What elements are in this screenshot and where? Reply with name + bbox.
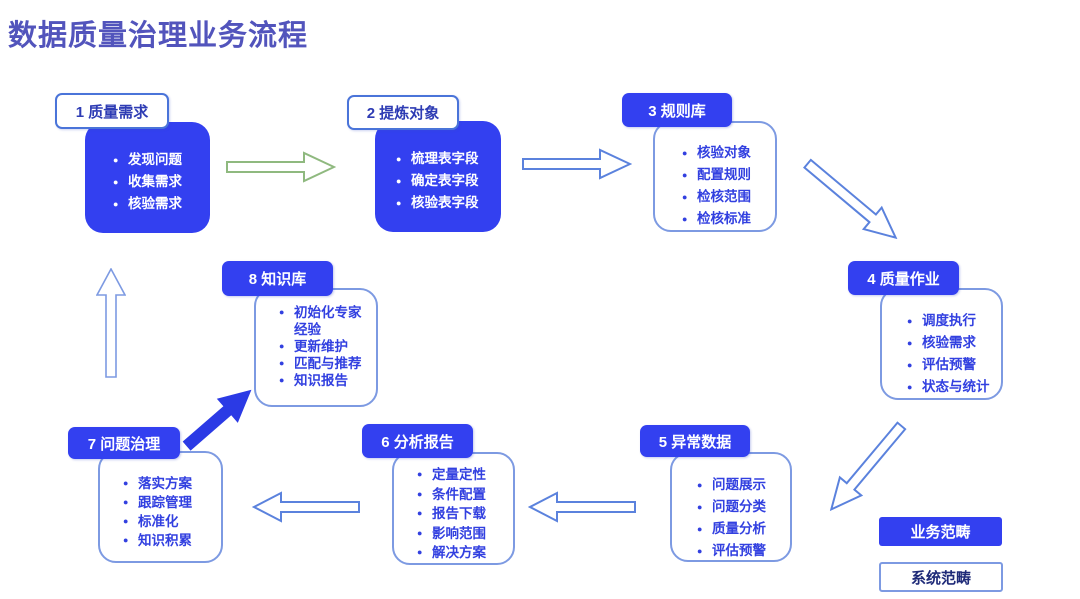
arrow-right-step1-to-step2-icon: [226, 151, 336, 183]
step-7-items: 落实方案 跟踪管理 标准化 知识积累: [100, 453, 221, 550]
list-item: 确定表字段: [396, 170, 501, 192]
list-item: 更新维护: [279, 338, 370, 355]
step-6-body: 定量定性 条件配置 报告下载 影响范围 解决方案: [392, 452, 515, 565]
step-7-label: 7 问题治理: [68, 427, 180, 459]
step-1-label: 1 质量需求: [55, 93, 169, 129]
list-item: 梳理表字段: [396, 148, 501, 170]
step-1-items: 发现问题 收集需求 核验需求: [85, 122, 210, 215]
list-item: 检核标准: [682, 208, 775, 230]
list-item: 核验需求: [113, 193, 210, 215]
step-6-label: 6 分析报告: [362, 424, 473, 458]
list-item: 评估预警: [697, 540, 790, 562]
step-3-label: 3 规则库: [622, 93, 732, 127]
arrow-diagonal-step4-to-step5-icon: [829, 421, 907, 512]
list-item: 定量定性: [417, 465, 513, 485]
list-item: 解决方案: [417, 543, 513, 563]
step-5-body: 问题展示 问题分类 质量分析 评估预警: [670, 452, 792, 562]
list-item: 知识积累: [123, 531, 221, 550]
legend-system-scope: 系统范畴: [879, 562, 1003, 592]
step-8-body: 初始化专家经验 更新维护 匹配与推荐 知识报告: [254, 288, 378, 407]
page-title: 数据质量治理业务流程: [8, 20, 309, 52]
arrow-left-step6-to-step7-icon: [252, 491, 360, 523]
list-item: 跟踪管理: [123, 493, 221, 512]
arrow-left-step5-to-step6-icon: [528, 491, 636, 523]
step-8-label: 8 知识库: [222, 261, 333, 296]
step-5-items: 问题展示 问题分类 质量分析 评估预警: [672, 454, 790, 562]
list-item: 配置规则: [682, 164, 775, 186]
list-item: 知识报告: [279, 372, 370, 389]
step-4-label: 4 质量作业: [848, 261, 959, 295]
step-8-items: 初始化专家经验 更新维护 匹配与推荐 知识报告: [256, 290, 376, 389]
step-4-items: 调度执行 核验需求 评估预警 状态与统计: [882, 290, 1001, 398]
arrow-up-step7-to-step1-icon: [96, 268, 126, 378]
arrow-right-step2-to-step3-icon: [522, 148, 632, 180]
list-item: 调度执行: [907, 310, 1001, 332]
list-item: 评估预警: [907, 354, 1001, 376]
list-item: 核验表字段: [396, 192, 501, 214]
step-6-items: 定量定性 条件配置 报告下载 影响范围 解决方案: [394, 454, 513, 563]
list-item: 标准化: [123, 512, 221, 531]
list-item: 问题展示: [697, 474, 790, 496]
list-item: 影响范围: [417, 524, 513, 544]
arrow-diagonal-step3-to-step4-icon: [802, 158, 898, 240]
step-2-label: 2 提炼对象: [347, 95, 459, 130]
step-1-body: 发现问题 收集需求 核验需求: [85, 122, 210, 233]
list-item: 匹配与推荐: [279, 355, 370, 372]
list-item: 发现问题: [113, 149, 210, 171]
list-item: 问题分类: [697, 496, 790, 518]
list-item: 初始化专家经验: [279, 304, 370, 338]
step-5-label: 5 异常数据: [640, 425, 750, 457]
step-2-body: 梳理表字段 确定表字段 核验表字段: [375, 121, 501, 232]
list-item: 落实方案: [123, 474, 221, 493]
list-item: 收集需求: [113, 171, 210, 193]
arrow-solid-step7-to-step8-icon: [182, 389, 252, 451]
list-item: 报告下载: [417, 504, 513, 524]
step-7-body: 落实方案 跟踪管理 标准化 知识积累: [98, 451, 223, 563]
list-item: 核验需求: [907, 332, 1001, 354]
step-3-items: 核验对象 配置规则 检核范围 检核标准: [655, 123, 775, 230]
list-item: 条件配置: [417, 485, 513, 505]
list-item: 状态与统计: [907, 376, 1001, 398]
step-3-body: 核验对象 配置规则 检核范围 检核标准: [653, 121, 777, 232]
list-item: 核验对象: [682, 142, 775, 164]
list-item: 质量分析: [697, 518, 790, 540]
list-item: 检核范围: [682, 186, 775, 208]
step-4-body: 调度执行 核验需求 评估预警 状态与统计: [880, 288, 1003, 400]
step-2-items: 梳理表字段 确定表字段 核验表字段: [375, 121, 501, 214]
legend-business-scope: 业务范畴: [879, 517, 1002, 546]
